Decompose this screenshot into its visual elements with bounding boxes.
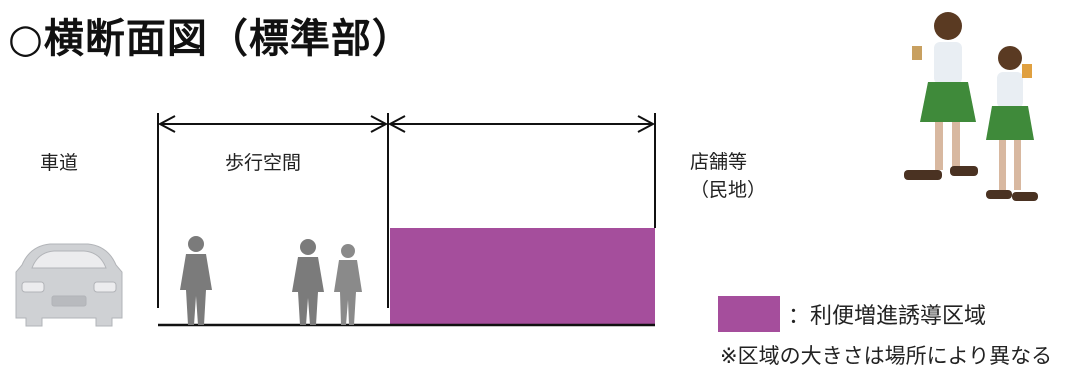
pedestrian-icon (334, 244, 362, 325)
shops-label: 店舗等 （民地） (690, 148, 766, 204)
arrow-head (637, 115, 656, 133)
shops-label-line1: 店舗等 (690, 151, 748, 173)
car-icon (15, 243, 123, 327)
legend-swatch (718, 296, 780, 332)
student-figures-icon (904, 12, 1038, 201)
promotion-zone-area (390, 228, 655, 325)
arrow-head (370, 115, 389, 133)
walkway-label: 歩行空間 (225, 152, 302, 174)
dimension-lines (157, 113, 656, 308)
legend-label: ：利便増進誘導区域 (788, 304, 987, 329)
note-text: ※区域の大きさは場所により異なる (720, 344, 1053, 368)
shops-label-line2: （民地） (690, 179, 767, 201)
arrow-head (387, 115, 406, 133)
page-title: ○横断面図（標準部） (8, 16, 413, 62)
arrow-head (157, 115, 176, 133)
pedestrian-icon (292, 239, 324, 325)
pedestrian-icon (180, 236, 212, 325)
road-label: 車道 (40, 152, 79, 174)
